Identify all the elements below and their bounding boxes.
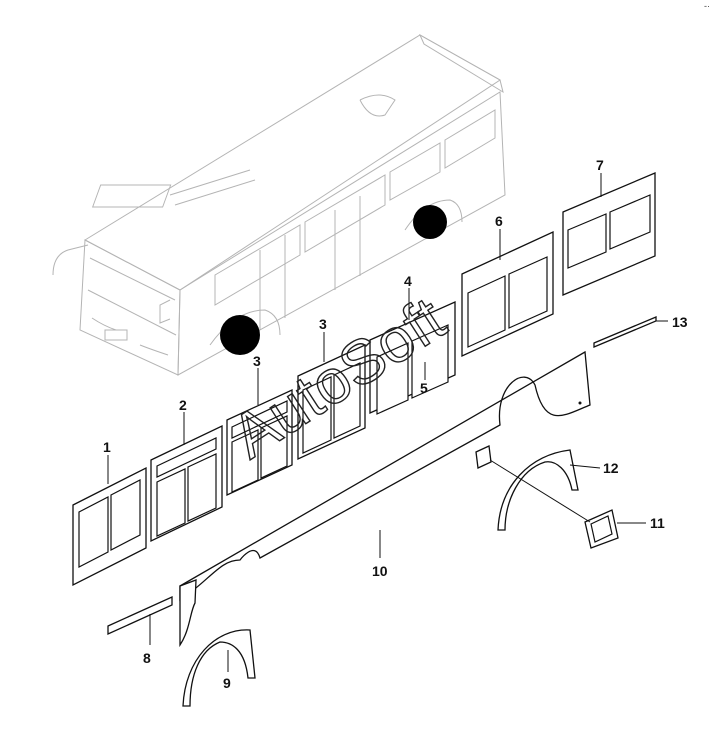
callout-11: 11 (650, 515, 665, 531)
wheel-arch-12 (497, 449, 601, 531)
callout-9: 9 (223, 675, 231, 691)
trim-strip-13 (593, 316, 668, 348)
window-panel-4 (369, 288, 456, 415)
window-panel-3-left (226, 368, 293, 497)
wheel-arch-9 (182, 629, 256, 707)
service-flap-11 (475, 445, 646, 549)
callout-13: 13 (672, 314, 688, 330)
callout-5: 5 (420, 380, 428, 396)
window-panel-3-right (297, 332, 366, 461)
callout-10: 10 (372, 563, 388, 579)
callout-4: 4 (404, 273, 412, 289)
callout-3-right: 3 (319, 316, 327, 332)
callout-6: 6 (495, 213, 503, 229)
trim-strip-8 (107, 595, 173, 645)
callout-3-left: 3 (253, 353, 261, 369)
front-lower-panel (179, 579, 197, 648)
callout-8: 8 (143, 650, 151, 666)
window-panel-7 (562, 172, 656, 296)
callout-12: 12 (603, 460, 619, 476)
callout-7: 7 (596, 157, 604, 173)
window-panel-2 (150, 412, 223, 543)
window-panel-1 (72, 455, 147, 587)
callout-2: 2 (179, 397, 187, 413)
window-panel-6 (461, 229, 554, 358)
corner-mark: -· (704, 1, 710, 11)
callout-1: 1 (103, 439, 111, 455)
bus-illustration (52, 33, 506, 376)
